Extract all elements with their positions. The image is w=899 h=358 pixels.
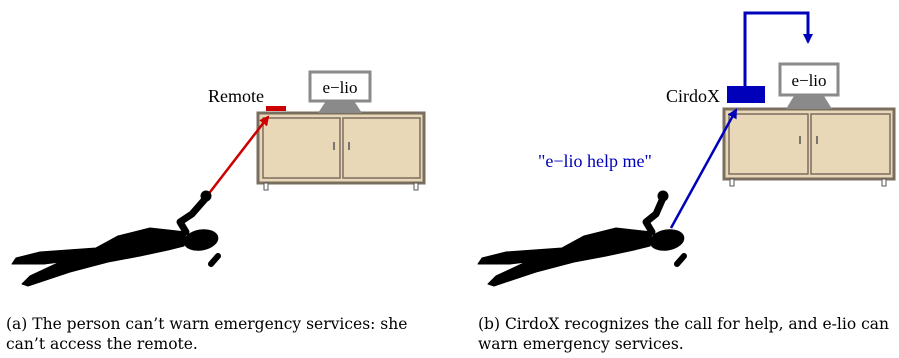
person-silhouette — [477, 190, 687, 287]
cirdox-to-elio-arrow — [743, 11, 813, 86]
tv-label: e−lio — [791, 71, 826, 90]
tv-label: e−lio — [322, 78, 357, 97]
caption-b: (b) CirdoX recognizes the call for help,… — [478, 315, 889, 353]
panel-a: e−lio Remote — [11, 70, 426, 287]
remote-icon — [266, 106, 286, 111]
panel-b: e−lio CirdoX "e−lio help me" — [477, 11, 896, 287]
caption-a: (a) The person can’t warn emergency serv… — [6, 315, 408, 353]
cabinet-icon — [722, 107, 896, 187]
diagram-canvas: e−lio Remote e−li — [11, 11, 896, 287]
tv-icon: e−lio — [778, 62, 840, 109]
tv-icon: e−lio — [308, 70, 372, 113]
cirdox-device-icon — [727, 86, 765, 103]
person-silhouette — [11, 190, 221, 287]
remote-label: Remote — [208, 86, 264, 106]
cirdox-label: CirdoX — [666, 86, 720, 106]
voice-arrow — [669, 108, 738, 229]
speech-label: "e−lio help me" — [538, 151, 652, 171]
cabinet-icon — [256, 111, 426, 191]
reach-arrow — [206, 115, 270, 197]
